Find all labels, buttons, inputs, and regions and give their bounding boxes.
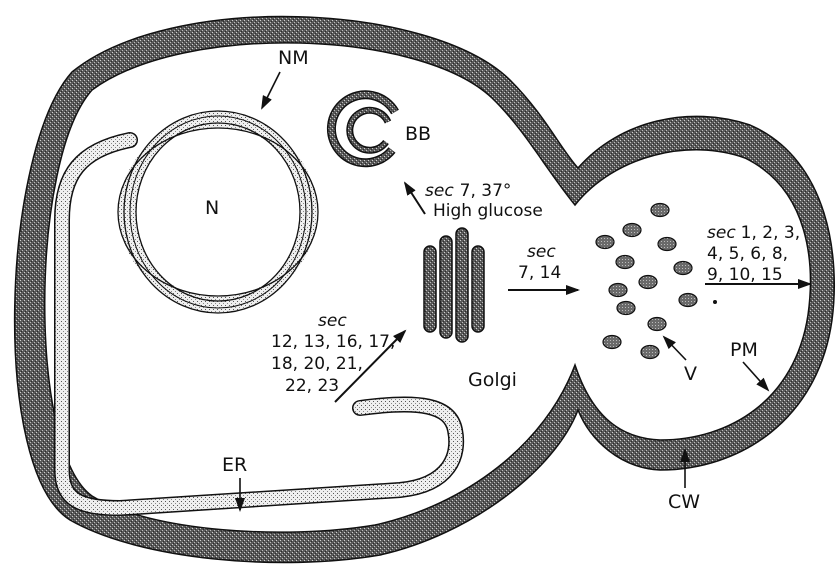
- label-vesicles-pm-line-3: 9, 10, 15: [707, 265, 783, 285]
- label-bb: BB: [405, 123, 431, 145]
- vesicle: [679, 294, 697, 307]
- label-golgi-vesicles-line-1: 7, 14: [518, 263, 561, 283]
- label-er-golgi-sec: sec: [318, 311, 347, 331]
- sec-word: sec: [425, 181, 454, 201]
- vesicle: [651, 204, 669, 217]
- vesicle: [674, 262, 692, 275]
- vesicle: [603, 336, 621, 349]
- label-cw: CW: [668, 491, 700, 513]
- label-er-golgi-line-2: 18, 20, 21,: [271, 354, 363, 374]
- label-golgi-vesicles-sec: sec: [527, 242, 556, 262]
- sec-word: sec: [707, 223, 736, 243]
- vesicle: [623, 224, 641, 237]
- vesicle: [648, 318, 666, 331]
- vesicle: [609, 284, 627, 297]
- label-to-bb-condition: High glucose: [433, 201, 543, 221]
- label-v: V: [684, 363, 697, 385]
- vesicle: [639, 276, 657, 289]
- label-er-golgi-line-1: 12, 13, 16, 17,: [271, 332, 395, 352]
- label-n: N: [205, 197, 219, 219]
- label-er-golgi-line-3: 22, 23: [285, 376, 339, 396]
- label-nm: NM: [278, 47, 309, 69]
- vesicle: [617, 302, 635, 315]
- vesicle: [641, 346, 659, 359]
- vesicle: [658, 238, 676, 251]
- label-vesicles-pm-line-2: 4, 5, 6, 8,: [707, 244, 788, 264]
- to-bb-genes: 7, 37°: [460, 181, 512, 201]
- vesicles-pm-first: 1, 2, 3,: [741, 223, 800, 243]
- label-to-bb-genes: sec 7, 37°: [425, 181, 511, 201]
- label-pm: PM: [730, 339, 758, 361]
- label-er: ER: [222, 454, 247, 476]
- vesicle: [596, 236, 614, 249]
- vesicle: [616, 256, 634, 269]
- label-golgi: Golgi: [468, 369, 517, 391]
- marker-dot: [713, 300, 717, 304]
